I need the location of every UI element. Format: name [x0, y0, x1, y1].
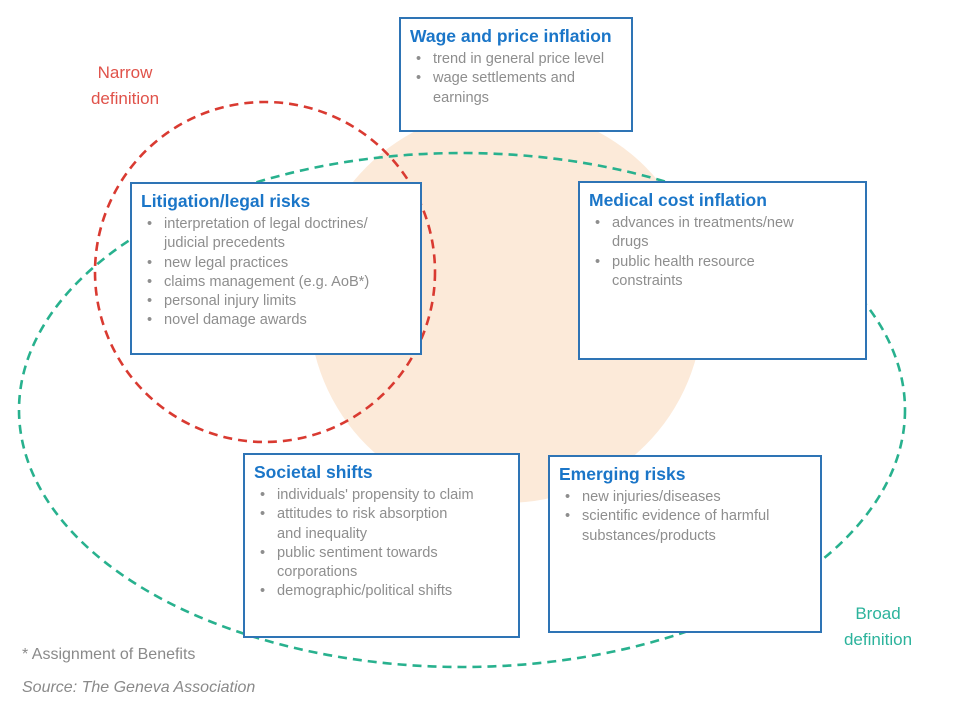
risk-box-wage-and-price-inflation: Wage and price inflation trend in genera…	[399, 17, 633, 132]
bullet-item: scientific evidence of harmful substance…	[559, 507, 814, 546]
bullet-item: individuals' propensity to claim	[254, 486, 512, 506]
bullet-item: wage settlements and earnings	[410, 69, 625, 108]
box-title: Emerging risks	[559, 464, 686, 484]
footnote: * Assignment of Benefits	[22, 646, 196, 663]
risk-box-societal-shifts: Societal shifts individuals' propensity …	[243, 453, 520, 638]
risk-box-medical-cost-inflation: Medical cost inflation advances in treat…	[578, 181, 867, 360]
narrow-definition-circle	[93, 100, 437, 444]
box-title: Litigation/legal risks	[141, 191, 311, 211]
bullet-item: attitudes to risk absorption and inequal…	[254, 505, 512, 544]
risk-box-litigation-legal-risks: Litigation/legal risks interpretation of…	[130, 182, 422, 355]
bullet-item: personal injury limits	[141, 292, 414, 312]
bullet-item: novel damage awards	[141, 311, 414, 331]
broad-definition-label: Broad definition	[843, 604, 913, 650]
box-title: Medical cost inflation	[589, 190, 767, 210]
bullet-list: individuals' propensity to claim attitud…	[254, 486, 512, 602]
risk-box-emerging-risks: Emerging risks new injuries/diseases sci…	[548, 455, 822, 633]
bullet-item: interpretation of legal doctrines/ judic…	[141, 215, 414, 254]
source-attribution: Source: The Geneva Association	[22, 679, 256, 696]
bullet-list: new injuries/diseases scientific evidenc…	[559, 488, 814, 546]
bullet-item: demographic/political shifts	[254, 582, 512, 602]
narrow-definition-label: Narrow definition	[90, 63, 160, 109]
bullet-item: public sentiment towards corporations	[254, 544, 512, 583]
bullet-item: new injuries/diseases	[559, 488, 814, 508]
bullet-item: advances in treatments/new drugs	[589, 214, 859, 253]
bullet-item: public health resource constraints	[589, 253, 859, 292]
bullet-list: interpretation of legal doctrines/ judic…	[141, 215, 414, 331]
bullet-list: advances in treatments/new drugs public …	[589, 214, 859, 291]
bullet-item: trend in general price level	[410, 50, 625, 70]
box-title: Wage and price inflation	[410, 26, 612, 46]
box-title: Societal shifts	[254, 462, 373, 482]
bullet-item: new legal practices	[141, 254, 414, 274]
bullet-list: trend in general price level wage settle…	[410, 50, 625, 108]
broad-definition-ellipse	[17, 151, 907, 669]
bullet-item: claims management (e.g. AoB*)	[141, 273, 414, 293]
